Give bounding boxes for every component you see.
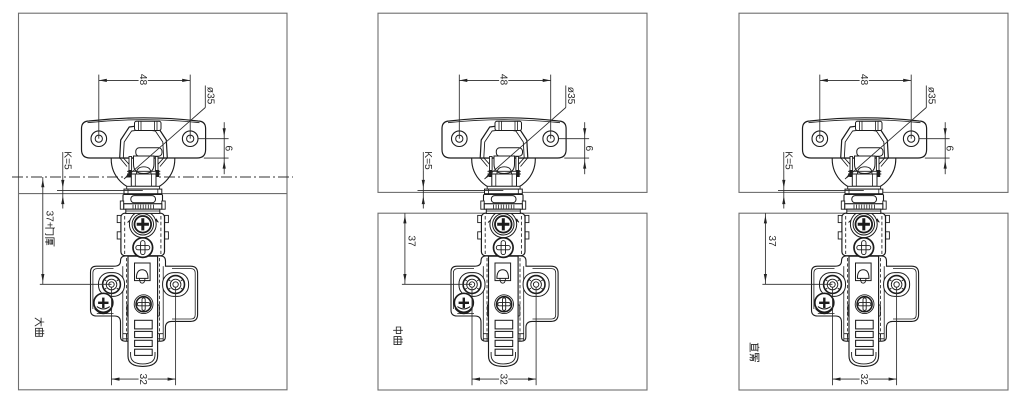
svg-text:37: 37 [766,235,777,247]
svg-text:37: 37 [405,235,416,247]
svg-text:37+: 37+ [44,211,55,228]
